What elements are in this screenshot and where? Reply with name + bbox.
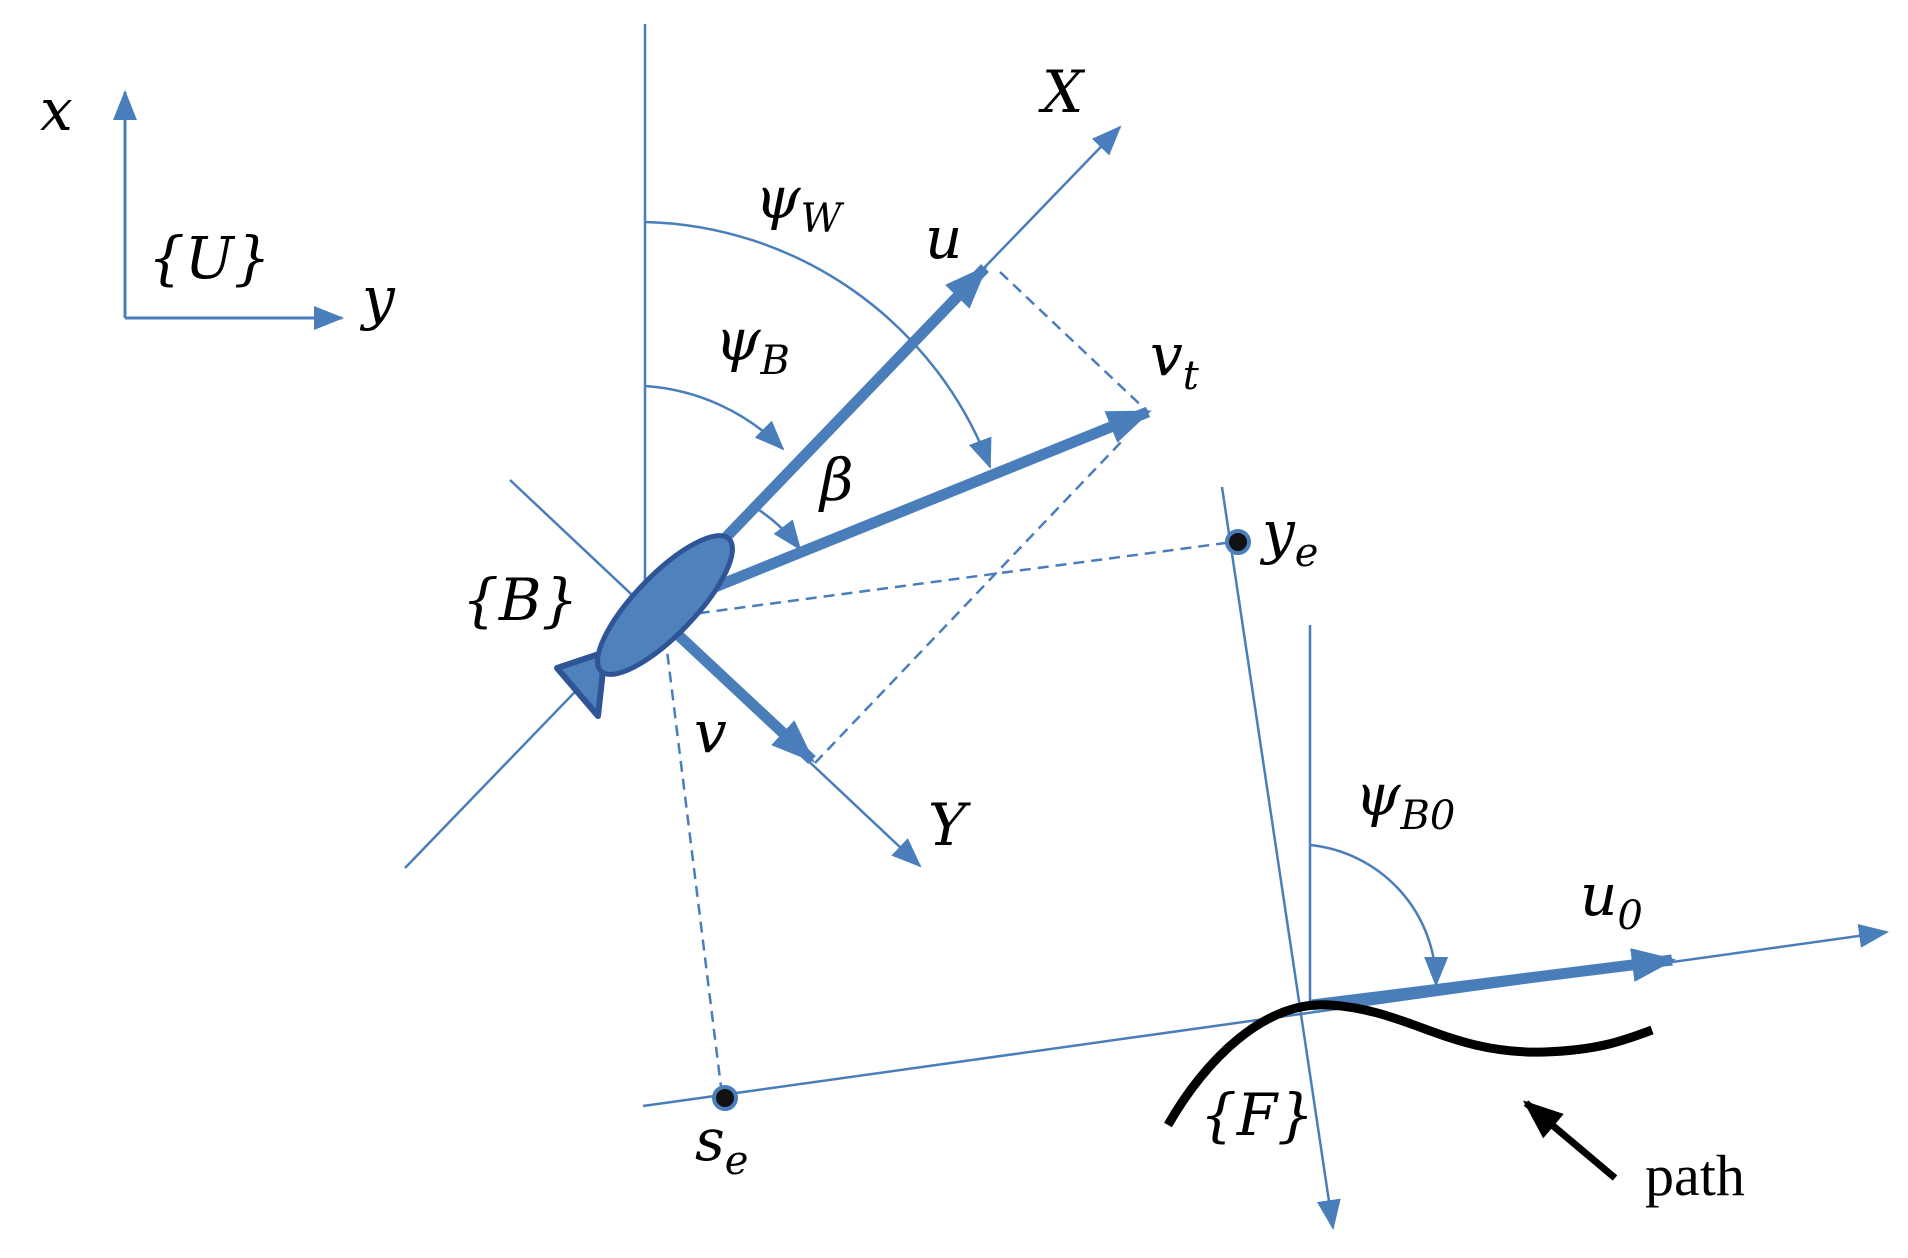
construction-lines: [661, 271, 1234, 1096]
vehicle: [554, 533, 735, 719]
u0-label: u0: [1580, 861, 1643, 939]
sway-label: v: [694, 698, 727, 766]
path-pointer-arrow: [1522, 1100, 1618, 1181]
universal-frame-label: {U}: [148, 224, 271, 292]
dashed-v-to-vt: [814, 439, 1124, 764]
vehicle-tail-fin: [554, 649, 608, 719]
body-y-label: Y: [928, 791, 971, 859]
body-frame-label: {B}: [462, 566, 578, 634]
ye-label: ye: [1259, 498, 1318, 576]
dashed-u-to-vt: [999, 271, 1149, 413]
psi-b0-arc: [1309, 843, 1449, 987]
path-frame: ψB0 u0 {F}: [642, 486, 1889, 1230]
path-curve: [1164, 1000, 1654, 1128]
beta-arc: [755, 506, 802, 551]
surge-velocity-vector: [704, 264, 989, 560]
u0-velocity-vector: [1311, 948, 1676, 1011]
universal-frame: x y {U}: [40, 76, 396, 332]
psi-b-label: ψB: [715, 306, 790, 384]
sway-velocity-vector: [656, 613, 816, 765]
se-label: se: [695, 1106, 748, 1184]
surge-label: u: [925, 204, 962, 272]
body-x-label: X: [1038, 58, 1086, 126]
psi-w-label: ψW: [755, 164, 844, 242]
path-label: path: [1645, 1143, 1745, 1208]
dashed-to-ye: [662, 540, 1234, 620]
psi-b0-label: ψB0: [1355, 761, 1455, 839]
universal-x-label: x: [40, 76, 73, 144]
se-point: [712, 1085, 738, 1111]
path-frame-label: {F}: [1200, 1081, 1314, 1149]
total-velocity-vector: [697, 406, 1152, 599]
psi-w-arc: [644, 220, 992, 469]
psi-b-arc: [644, 384, 785, 451]
path-normal-axis: [1220, 486, 1341, 1230]
vehicle-hull: [595, 533, 735, 677]
vt-label: vt: [1150, 321, 1200, 399]
dashed-to-se: [661, 617, 724, 1096]
ye-point: [1225, 529, 1251, 555]
universal-y-label: y: [359, 264, 396, 332]
beta-label: β: [818, 446, 854, 514]
